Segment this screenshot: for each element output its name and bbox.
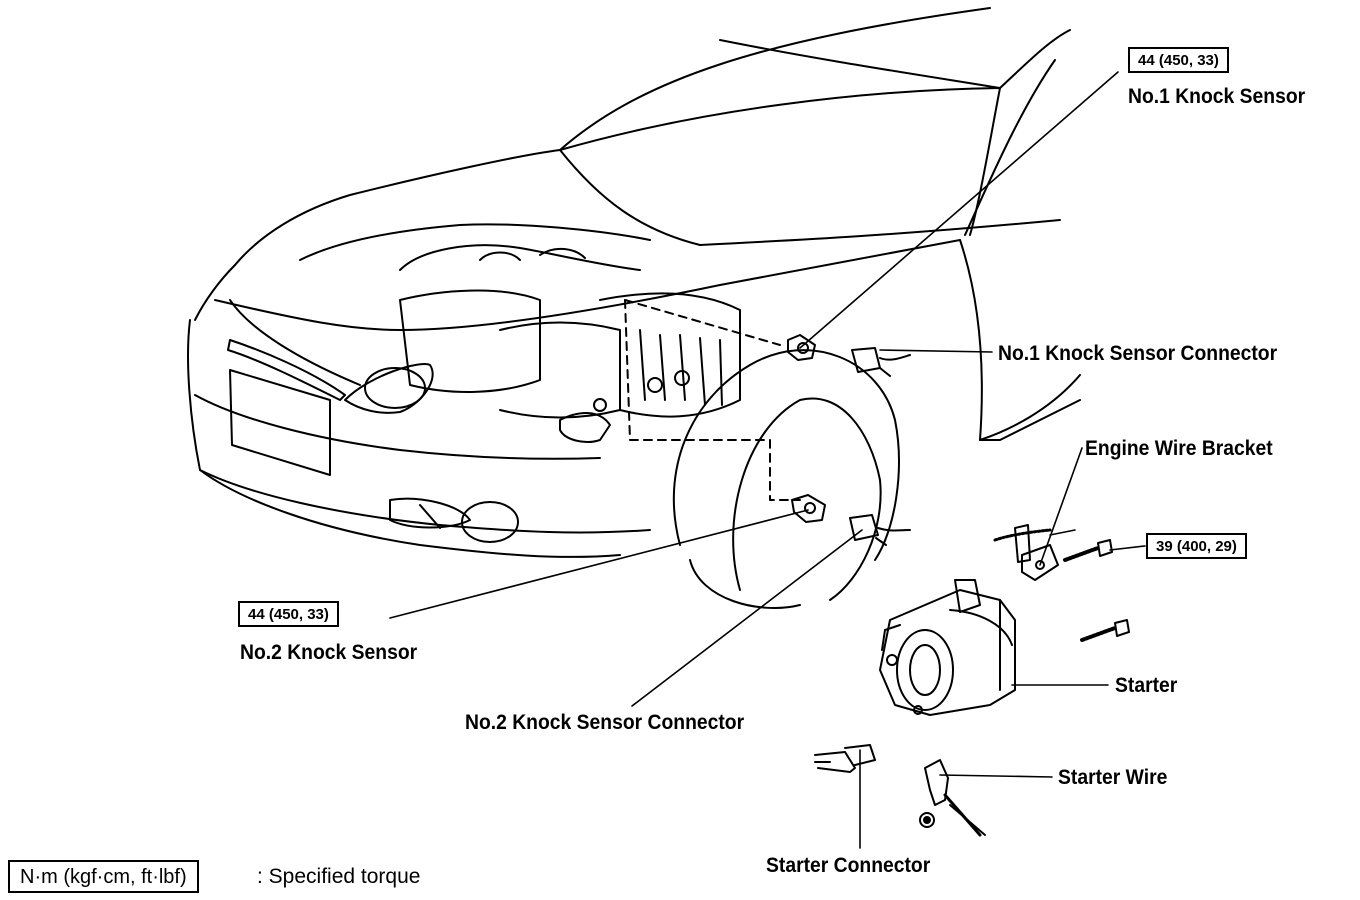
- starter-shape: [879, 579, 1016, 716]
- car-body: [187, 7, 1081, 609]
- no2-knock-sensor-shape: [791, 494, 826, 523]
- label-no1-knock-sensor-connector: No.1 Knock Sensor Connector: [998, 342, 1278, 365]
- legend-description: : Specified torque: [257, 865, 421, 888]
- no1-knock-sensor-shape: [787, 334, 816, 361]
- starter-bolt-shape: [1080, 619, 1130, 642]
- label-no2-knock-sensor: No.2 Knock Sensor: [240, 641, 418, 664]
- legend-unit-box: N·m (kgf·cm, ft·lbf): [8, 860, 199, 893]
- no2-knock-sensor-connector-shape: [849, 514, 911, 546]
- label-no1-knock-sensor: No.1 Knock Sensor: [1128, 85, 1306, 108]
- label-engine-wire-bracket: Engine Wire Bracket: [1085, 437, 1273, 460]
- torque-box-no1-knock-sensor: 44 (450, 33): [1128, 47, 1229, 73]
- nut-shape: [919, 812, 935, 828]
- label-starter-connector: Starter Connector: [766, 854, 931, 877]
- engine-wire-bracket-shape: [993, 524, 1059, 581]
- torque-box-no2-knock-sensor: 44 (450, 33): [238, 601, 339, 627]
- label-starter-wire: Starter Wire: [1058, 766, 1168, 789]
- torque-box-bracket-bolt: 39 (400, 29): [1146, 533, 1247, 559]
- no1-knock-sensor-connector-shape: [851, 347, 911, 377]
- starter-connector-shape: [814, 744, 876, 773]
- starter-wire-shape: [924, 759, 986, 837]
- label-no2-knock-sensor-connector: No.2 Knock Sensor Connector: [465, 711, 745, 734]
- label-starter: Starter: [1115, 674, 1178, 697]
- bracket-bolt-shape: [1063, 539, 1113, 562]
- leader-lines: [389, 71, 1146, 849]
